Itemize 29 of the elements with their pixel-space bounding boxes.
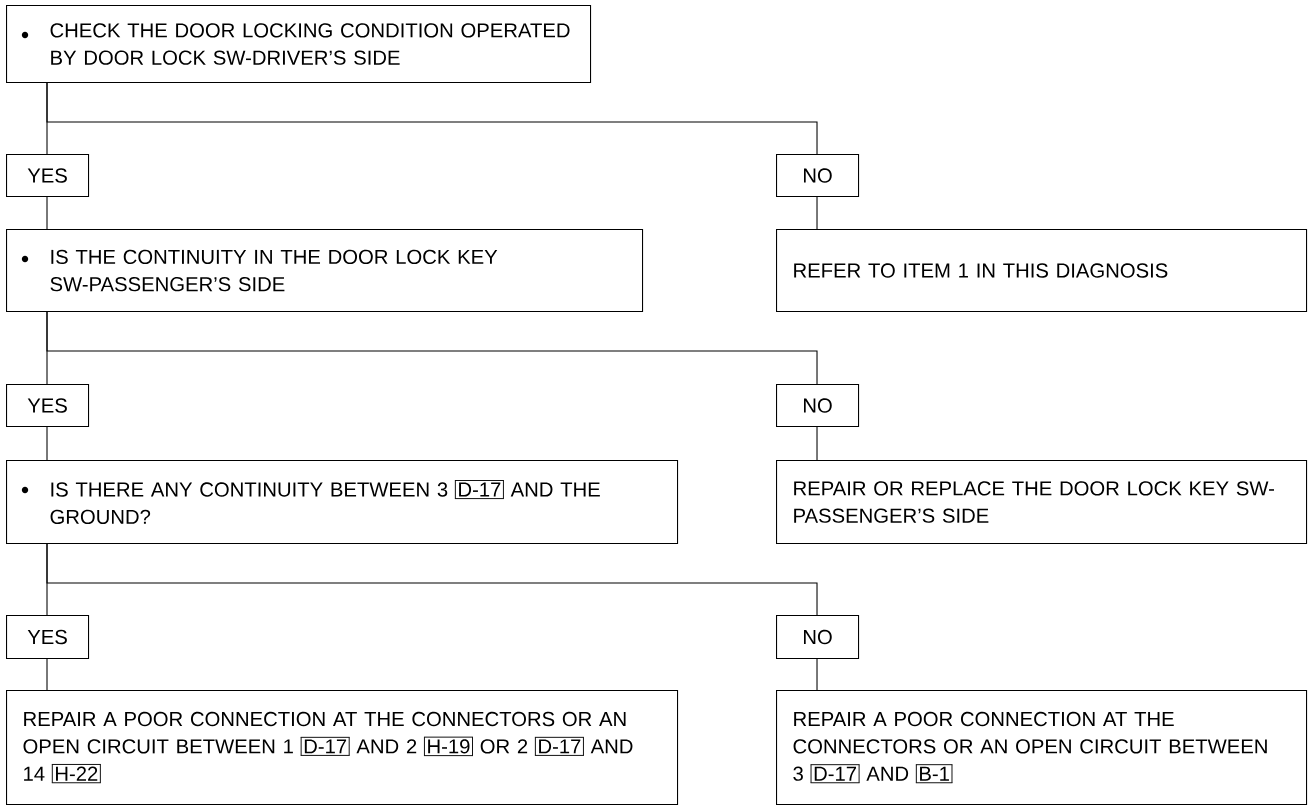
- connector-line: [46, 426, 48, 461]
- action-box: REPAIR A POOR CONNECTION AT THE CONNECTORS OR AN OPEN CIRCUIT BETWEEN 3 D-17 AND B-1: [776, 690, 1308, 806]
- action-box: REPAIR A POOR CONNECTION AT THE CONNECTORS OR AN OPEN CIRCUIT BETWEEN 1 D-17 AND 2 H-19 OR 2 D-17 AND 14 H-22: [6, 690, 679, 806]
- action-box: REFER TO ITEM 1 IN THIS DIAGNOSIS: [776, 229, 1308, 313]
- connector-line: [816, 196, 818, 230]
- connector-code-box: D-17: [810, 764, 861, 784]
- connector-line: [46, 82, 818, 155]
- connector-line: [816, 658, 818, 691]
- connector-code-box: D-17: [454, 480, 505, 500]
- answer-box: NO: [776, 384, 860, 428]
- question-box: IS THE CONTINUITY IN THE DOOR LOCK KEY SW-PASSENGER’S SIDE: [6, 229, 644, 313]
- connector-line: [46, 658, 48, 691]
- answer-box: NO: [776, 154, 860, 198]
- connector-line: [46, 311, 818, 385]
- connector-code-box: D-17: [534, 736, 585, 756]
- connector-line: [46, 196, 48, 230]
- answer-box: YES: [6, 384, 90, 428]
- question-box: IS THERE ANY CONTINUITY BETWEEN 3 D-17 AND THE GROUND?: [6, 460, 679, 545]
- connector-line: [46, 543, 818, 616]
- connector-code-box: H-19: [423, 736, 474, 757]
- question-box: CHECK THE DOOR LOCKING CONDITION OPERATED BY DOOR LOCK SW-DRIVER’S SIDE: [6, 5, 592, 84]
- connector-code-box: H-22: [51, 764, 102, 784]
- connector-line: [816, 426, 818, 461]
- answer-box: NO: [776, 615, 860, 660]
- answer-box: YES: [6, 154, 90, 198]
- connector-code-box: D-17: [300, 736, 351, 756]
- action-box: REPAIR OR REPLACE THE DOOR LOCK KEY SW-PASSENGER’S SIDE: [776, 460, 1308, 545]
- answer-box: YES: [6, 615, 90, 660]
- connector-code-box: B-1: [915, 764, 953, 784]
